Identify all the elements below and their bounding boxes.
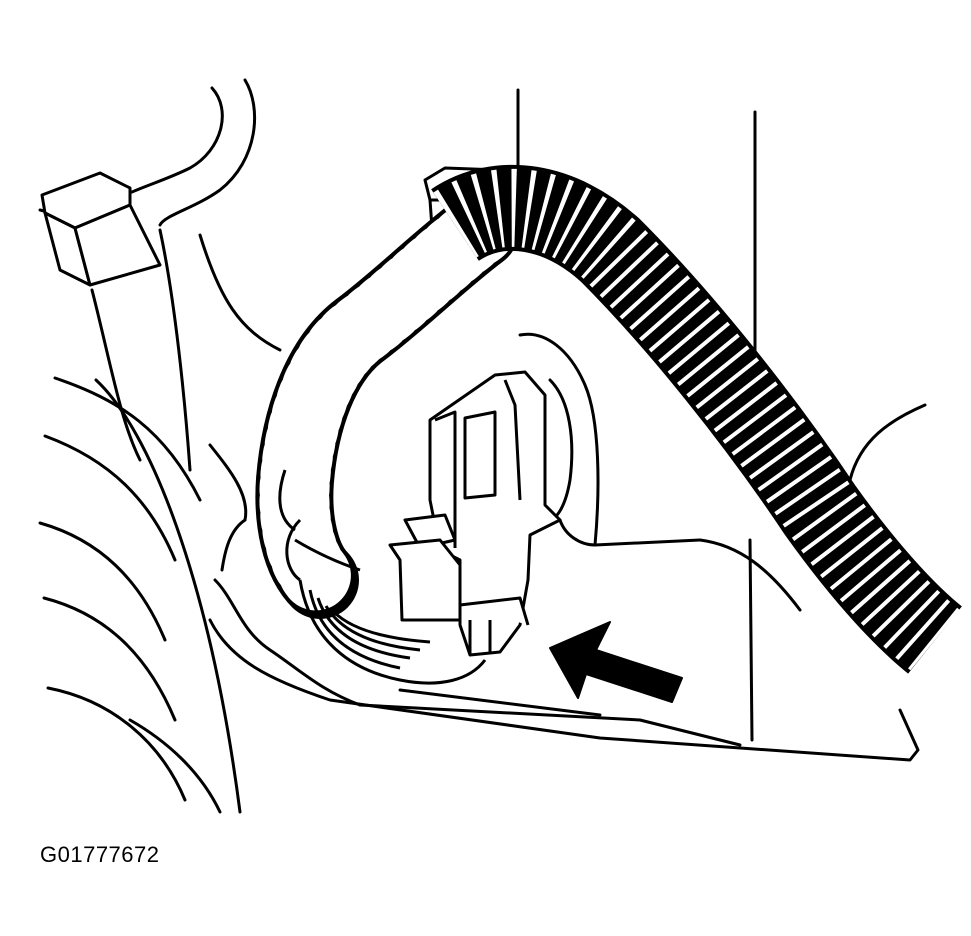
- wire-harness-left: [255, 191, 519, 619]
- electrical-connector: [388, 370, 562, 657]
- black-arrow-icon: [549, 621, 683, 703]
- wire-harness-right: [431, 164, 963, 674]
- harness-loop: [278, 469, 487, 685]
- bolt-left: [40, 171, 162, 287]
- figure-id-label: G01777672: [40, 842, 160, 867]
